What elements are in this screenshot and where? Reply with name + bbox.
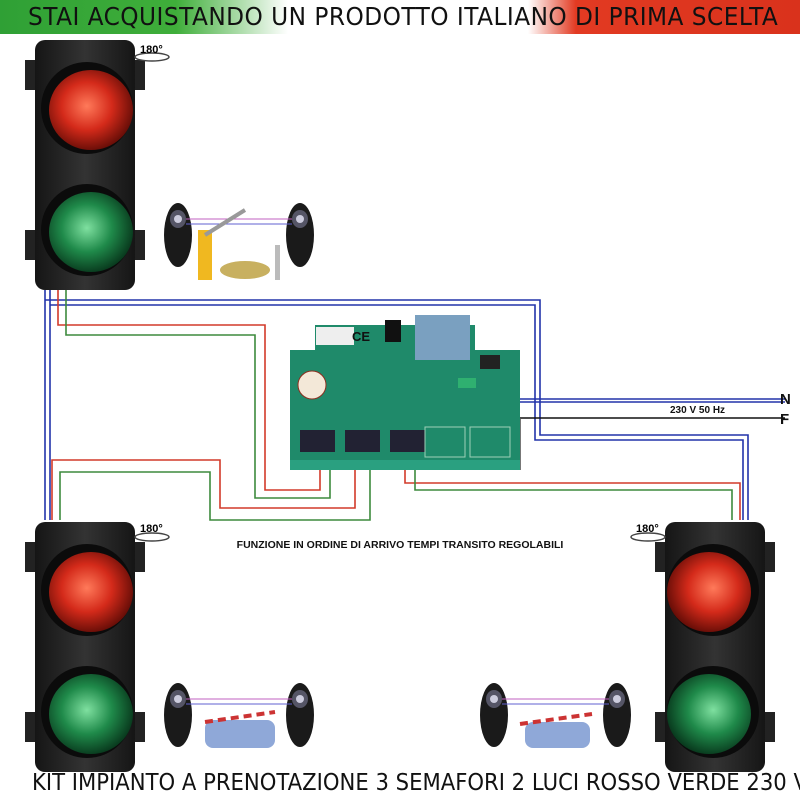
traffic-light-bottom-left <box>25 522 145 772</box>
banner-text: STAI ACQUISTANDO UN PRODOTTO ITALIANO DI… <box>28 2 779 31</box>
traffic-light-top-left <box>25 40 145 290</box>
neutral-label: N <box>780 391 791 408</box>
photocell-pair-bottom-left <box>164 683 314 748</box>
supply-label: 230 V 50 Hz <box>670 405 725 416</box>
rotation-icon <box>134 52 666 542</box>
traffic-light-bottom-right <box>655 522 775 772</box>
product-title: KIT IMPIANTO A PRENOTAZIONE 3 SEMAFORI 2… <box>32 770 800 796</box>
italian-flag-banner <box>0 0 800 34</box>
control-board: CE <box>290 315 520 470</box>
diagram-caption: FUNZIONE IN ORDINE DI ARRIVO TEMPI TRANS… <box>237 539 564 551</box>
rotation-label: 180° <box>140 44 163 56</box>
photocell-pair-top <box>164 203 314 280</box>
photocell-pair-bottom-right <box>480 683 631 748</box>
rotation-label: 180° <box>140 523 163 535</box>
phase-label: F <box>780 411 789 428</box>
rotation-label: 180° <box>636 523 659 535</box>
ce-mark: CE <box>352 329 370 344</box>
